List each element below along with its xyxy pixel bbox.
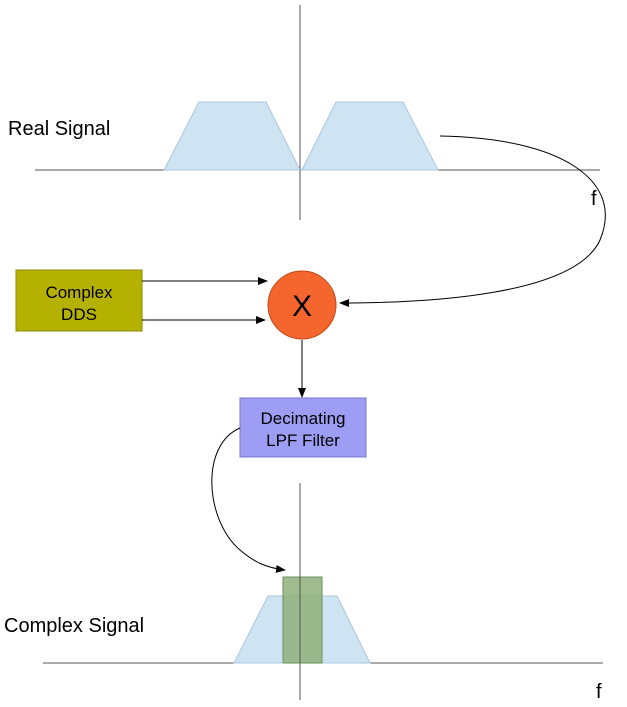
complex-signal-label: Complex Signal: [4, 615, 144, 637]
complex-dds-block: [15, 269, 143, 332]
real-signal-to-mixer-arrow: [339, 135, 606, 307]
mixer-circle: [267, 270, 337, 340]
positive-frequency-band: [301, 101, 439, 171]
bottom-frequency-label: f: [596, 681, 602, 703]
mixer-symbol: X: [292, 290, 312, 323]
filter-label-line1: Decimating: [260, 409, 345, 428]
filter-label-line2: LPF Filter: [266, 431, 340, 450]
lpf-passband-overlay: [282, 576, 323, 664]
complex-dds-label-line2: DDS: [61, 305, 97, 324]
top-frequency-label: f: [591, 188, 597, 210]
decimating-lpf-filter-block: [239, 397, 367, 458]
filter-to-complex-signal-arrow: [211, 427, 286, 573]
complex-dds-label-line1: Complex: [45, 283, 113, 302]
negative-frequency-band: [163, 101, 301, 171]
real-signal-label: Real Signal: [8, 118, 110, 140]
